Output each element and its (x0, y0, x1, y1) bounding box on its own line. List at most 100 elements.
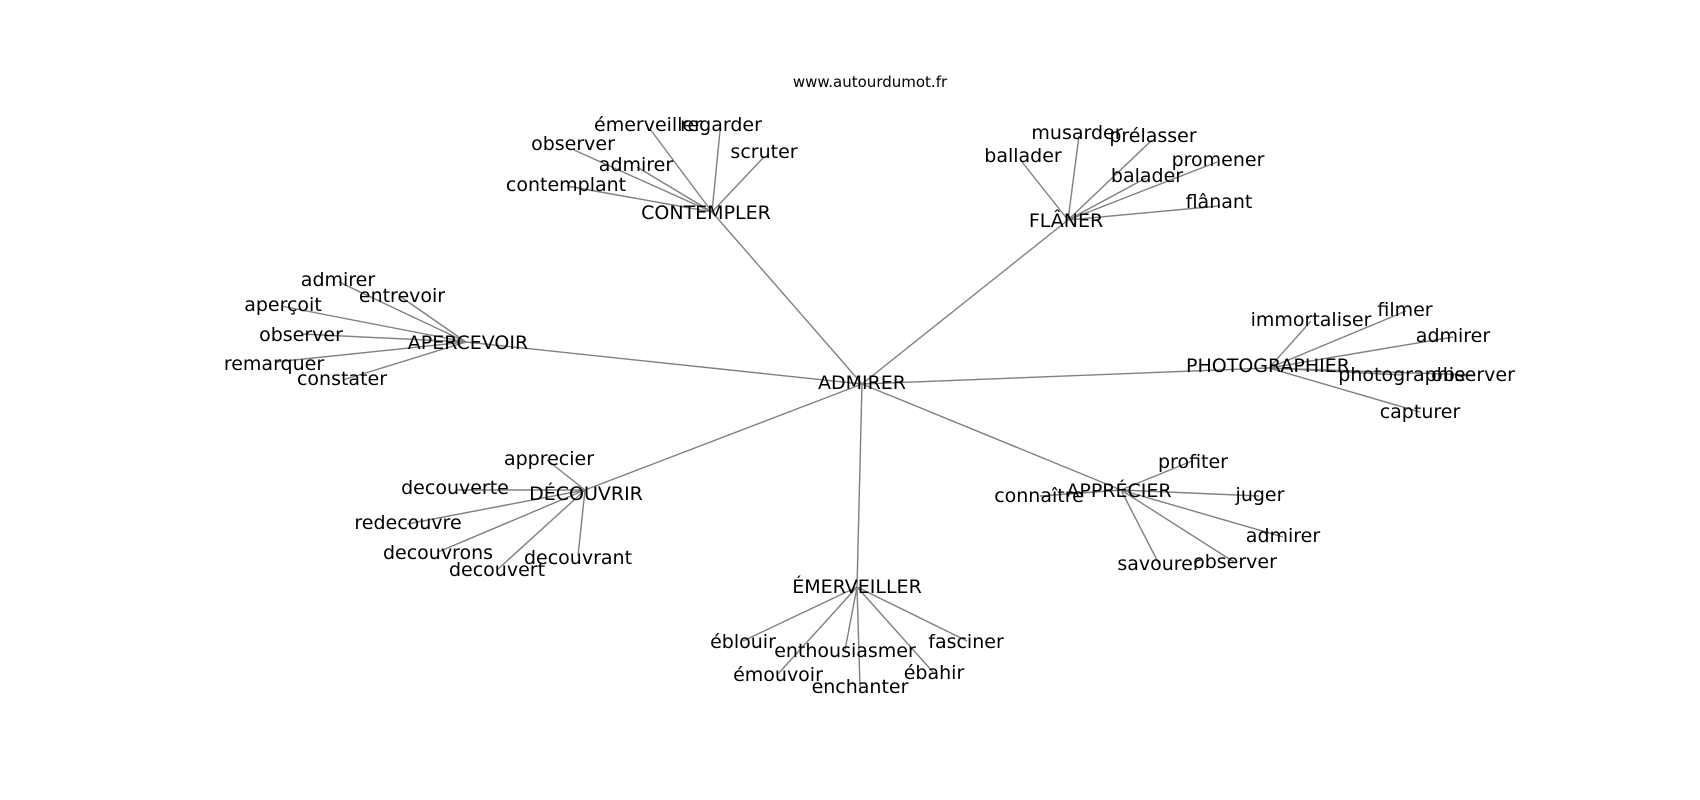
leaf-node-label: musarder (1031, 122, 1122, 144)
edge-group-to-leaf (711, 157, 764, 213)
edge-group-to-leaf (274, 341, 467, 363)
edge-group-to-leaf (1120, 489, 1160, 565)
edge-group-to-leaf (1039, 489, 1122, 497)
leaf-node-label: fasciner (928, 631, 1004, 653)
edge-group-to-leaf (573, 149, 713, 213)
group-node-label: FLÂNER (1029, 209, 1103, 232)
leaf-node-label: redecouvre (354, 512, 461, 534)
edge-group-to-leaf (742, 586, 858, 642)
leaf-node-label: enthousiasmer (774, 640, 916, 662)
edge-group-to-leaf (1067, 135, 1080, 221)
leaf-node-label: scruter (730, 141, 797, 163)
edge-group-to-leaf (280, 305, 467, 343)
edge-center-to-group (465, 341, 863, 385)
edge-group-to-leaf (844, 586, 858, 651)
group-node-label: DÉCOUVRIR (529, 482, 643, 505)
edge-group-to-leaf (400, 296, 467, 343)
edge-group-to-leaf (1268, 310, 1407, 369)
labels-layer: www.autourdumot.fr ADMIRER émerveillerre… (224, 73, 1515, 698)
leaf-node-label: immortaliser (1251, 309, 1372, 331)
leaf-node-label: decouverte (401, 477, 509, 499)
edge-group-to-leaf (1268, 336, 1454, 369)
edge-group-to-leaf (437, 489, 586, 553)
leaf-node-label: admirer (301, 269, 376, 291)
leaf-node-label: apprecier (504, 448, 594, 470)
edge-group-to-leaf (711, 130, 721, 213)
edge-group-to-leaf (1120, 489, 1235, 563)
leaf-node-label: decouvrons (383, 542, 493, 564)
edge-center-to-group (861, 367, 1270, 385)
leaf-node-label: balader (1111, 165, 1183, 187)
leaf-node-label: filmer (1377, 299, 1432, 321)
edge-group-to-leaf (1268, 367, 1475, 376)
edge-group-to-leaf (1268, 320, 1312, 369)
edge-group-to-leaf (856, 586, 934, 673)
edge-group-to-leaf (856, 586, 968, 642)
group-node-label: APPRÉCIER (1066, 479, 1171, 502)
edge-group-to-leaf (1021, 161, 1069, 221)
edge-group-to-leaf (1067, 161, 1218, 221)
edge-group-to-leaf (777, 586, 858, 675)
leaf-node-label: decouvert (449, 559, 545, 581)
leaf-node-label: connaître (994, 485, 1084, 507)
group-node-label: ÉMERVEILLER (792, 575, 922, 598)
leaf-node-label: capturer (1380, 401, 1461, 423)
edge-group-to-leaf (636, 166, 713, 213)
leaf-node-label: admirer (599, 154, 674, 176)
leaf-node-label: ballader (984, 145, 1062, 167)
leaf-node-label: observer (1193, 551, 1277, 573)
leaf-node-label: flânant (1186, 191, 1253, 213)
edge-group-to-leaf (1120, 460, 1193, 491)
leaf-node-label: émouvoir (733, 664, 823, 686)
edge-group-to-leaf (406, 489, 586, 525)
edge-group-to-leaf (566, 185, 713, 213)
edge-group-to-leaf (496, 489, 586, 571)
leaf-node-label: prélasser (1109, 125, 1197, 147)
edge-center-to-group (584, 383, 863, 491)
edge-center-to-group (711, 211, 863, 385)
group-node-label: CONTEMPLER (641, 202, 771, 224)
leaf-node-label: ébahir (904, 662, 965, 684)
edge-group-to-leaf (856, 586, 861, 688)
edge-group-to-leaf (577, 489, 586, 557)
leaf-node-label: contemplant (506, 174, 626, 196)
leaf-node-label: remarquer (224, 353, 325, 375)
edge-group-to-leaf (342, 341, 467, 381)
leaf-node-label: juger (1235, 484, 1285, 506)
leaf-node-label: constater (297, 368, 387, 390)
leaf-node-label: admirer (1416, 325, 1491, 347)
leaf-node-label: photographie (1338, 364, 1465, 386)
group-node-label: PHOTOGRAPHIER (1186, 355, 1350, 377)
leaf-node-label: enchanter (812, 676, 909, 698)
edge-center-to-group (856, 383, 863, 588)
leaf-node-label: promener (1172, 149, 1265, 171)
leaf-node-label: regarder (680, 114, 762, 136)
leaf-node-label: profiter (1158, 451, 1228, 473)
edge-group-to-leaf (301, 333, 467, 343)
edge-group-to-leaf (546, 459, 586, 491)
leaf-node-label: observer (531, 133, 615, 155)
leaf-node-label: aperçoit (244, 294, 322, 316)
edge-center-to-group (861, 219, 1069, 385)
edges-layer (274, 128, 1475, 688)
edge-group-to-leaf (1120, 489, 1284, 538)
leaf-node-label: observer (1431, 364, 1515, 386)
edge-group-to-leaf (1067, 139, 1153, 221)
leaf-node-label: émerveiller (594, 114, 702, 136)
leaf-node-label: savourer (1117, 553, 1201, 575)
edge-group-to-leaf (649, 128, 713, 213)
edge-center-to-group (861, 383, 1122, 491)
leaf-node-label: admirer (1246, 525, 1321, 547)
leaf-node-label: observer (259, 324, 343, 346)
edge-group-to-leaf (1268, 367, 1421, 413)
center-node-label: ADMIRER (818, 372, 906, 394)
edge-group-to-leaf (338, 281, 467, 343)
edge-group-to-leaf (1067, 205, 1220, 221)
leaf-node-label: decouvrant (524, 547, 632, 569)
group-node-label: APERCEVOIR (408, 332, 528, 354)
leaf-node-label: entrevoir (359, 285, 445, 307)
edge-group-to-leaf (1120, 489, 1260, 497)
leaf-node-label: éblouir (710, 631, 776, 653)
source-caption: www.autourdumot.fr (793, 73, 948, 91)
edge-group-to-leaf (1067, 177, 1147, 221)
